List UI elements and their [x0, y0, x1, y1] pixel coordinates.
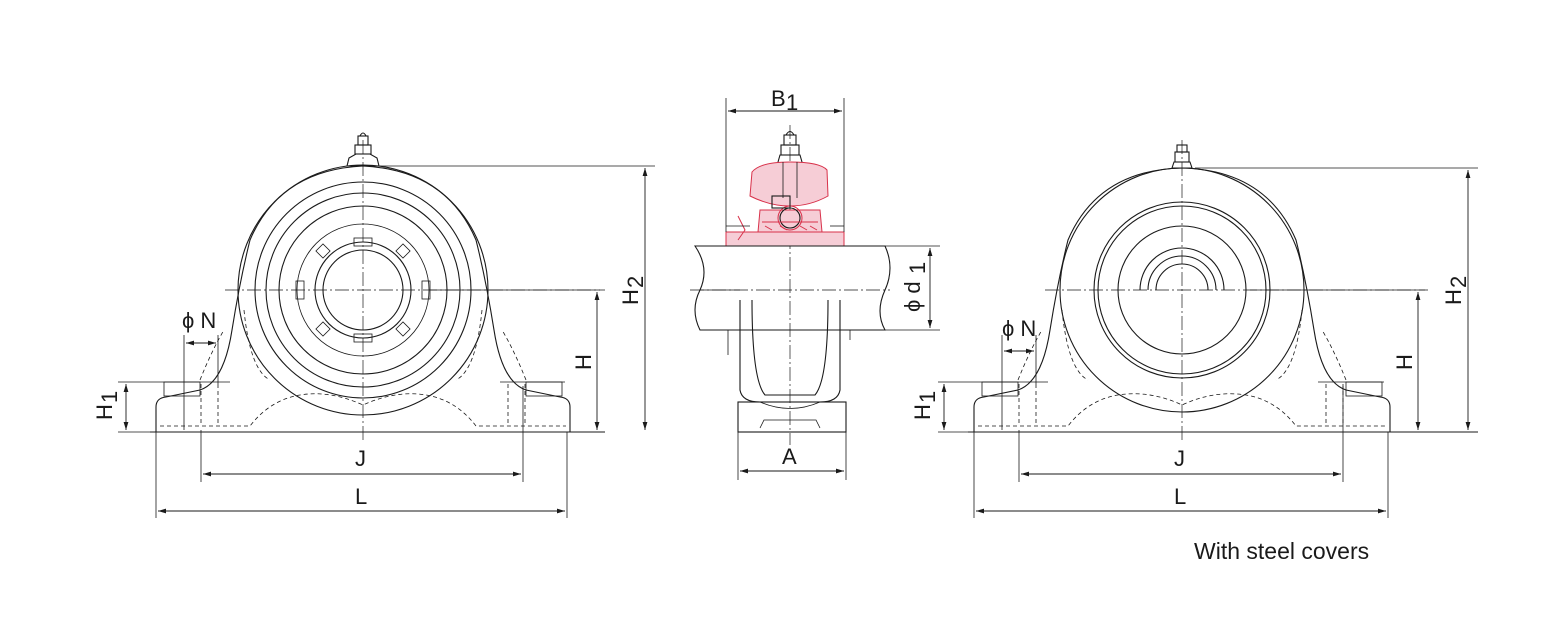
l-label: L [355, 484, 367, 509]
svg-text:H: H [910, 404, 935, 420]
svg-text:2: 2 [1446, 276, 1471, 288]
b1-label: B 1 [771, 86, 798, 115]
a-label: A [782, 444, 797, 469]
h2-label: H 2 [618, 276, 648, 305]
svg-text:H: H [92, 404, 117, 420]
svg-text:B: B [771, 86, 786, 111]
right-front-view-steel-covers: ϕ N J L H 1 H H 2 With steel covers [910, 140, 1478, 564]
h2-label: H 2 [1441, 276, 1471, 305]
svg-text:1: 1 [97, 391, 122, 403]
svg-text:H: H [618, 289, 643, 305]
seal-teeth [295, 237, 431, 343]
phi-d1-label: ϕ d 1 [900, 262, 930, 312]
h-label: H [571, 354, 596, 370]
h-label: H [1392, 354, 1417, 370]
svg-text:H: H [1392, 354, 1417, 370]
svg-text:H: H [1441, 289, 1466, 305]
svg-text:1: 1 [905, 262, 930, 274]
side-section-view: B 1 A ϕ d 1 [690, 86, 940, 480]
housing-section [749, 161, 829, 207]
j-label: J [1174, 446, 1185, 471]
svg-text:1: 1 [915, 391, 940, 403]
left-front-view: ϕ N J L H 1 H H 2 [92, 132, 655, 518]
svg-text:ϕ d: ϕ d [900, 281, 925, 312]
h1-label: H 1 [910, 391, 940, 420]
phi-n-label: ϕ N [182, 308, 216, 333]
inner-ring-section [725, 231, 845, 247]
j-label: J [355, 446, 366, 471]
caption: With steel covers [1194, 538, 1369, 564]
svg-text:H: H [571, 354, 596, 370]
phi-n-label: ϕ N [1002, 316, 1036, 341]
l-label: L [1174, 484, 1186, 509]
svg-text:2: 2 [623, 276, 648, 288]
svg-text:1: 1 [786, 90, 798, 115]
h1-label: H 1 [92, 391, 122, 420]
